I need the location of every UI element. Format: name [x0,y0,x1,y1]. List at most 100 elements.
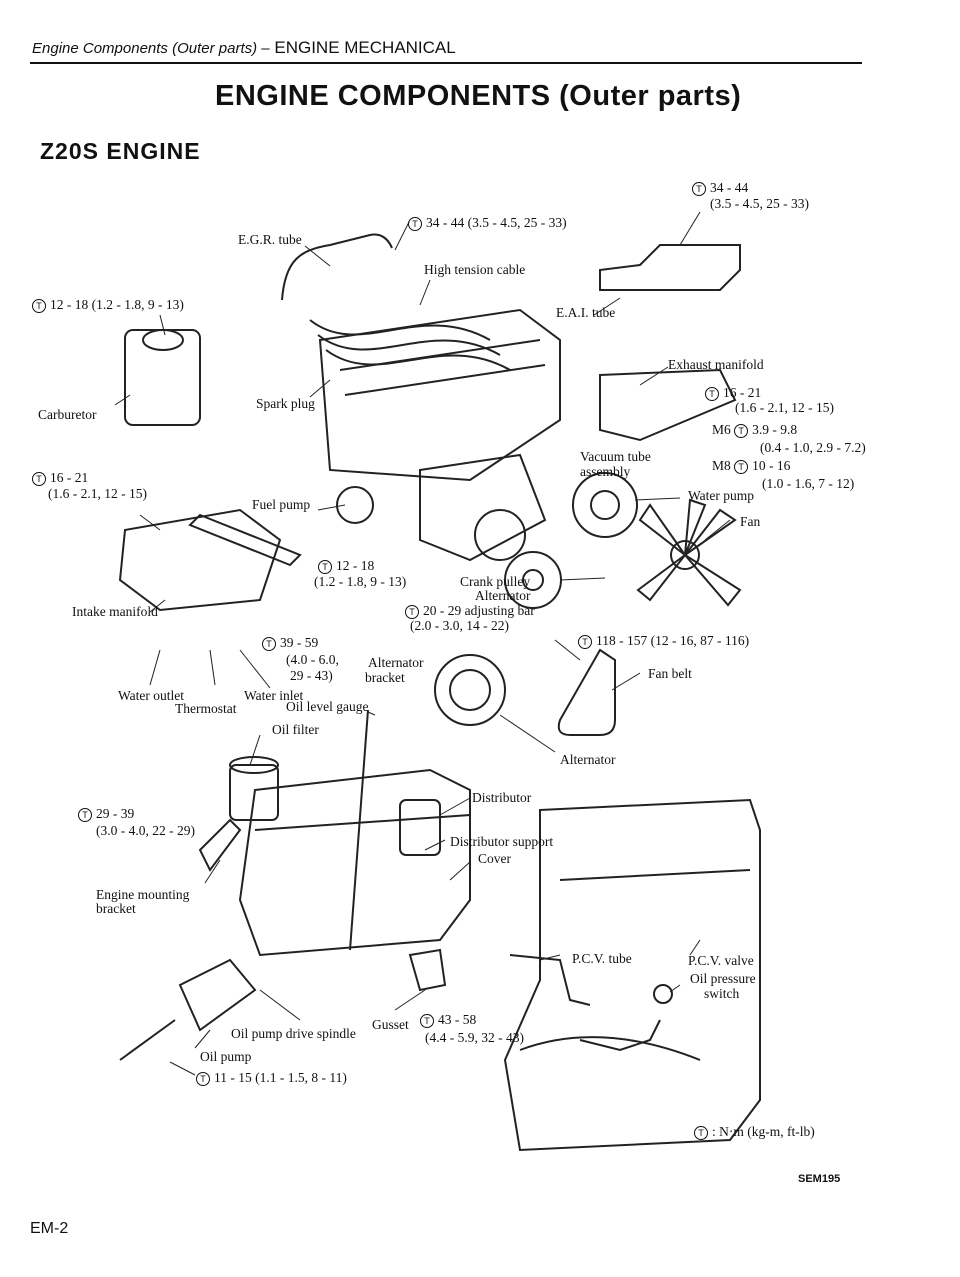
label-egr-tube: E.G.R. tube [238,232,302,247]
label-water-inlet: Water inlet [244,688,304,703]
cylinder-head-shape [318,308,561,482]
label-gusset-torque-2: (4.4 - 5.9, 32 - 43) [425,1030,524,1045]
label-fan-belt: Fan belt [648,666,692,681]
water-pump-shape [572,472,638,538]
torque-icon: T [318,559,332,574]
label-alternator-top: Alternator [475,588,531,603]
label-m8-torque-2: (1.0 - 1.6, 7 - 12) [762,476,855,491]
label-intake-manifold: Intake manifold [72,604,158,619]
figure-code: SEM195 [798,1173,841,1185]
label-emb-torque-2: (3.0 - 4.0, 22 - 29) [96,823,195,838]
label-thermostat: Thermostat [175,701,237,716]
torque-icon: T [705,386,719,401]
label-oil-pressure-1: Oil pressure [690,971,756,986]
torque-icon: T [692,181,706,196]
oil-filter-shape [229,764,279,821]
label-exhaust-manifold: Exhaust manifold [668,357,764,372]
label-crank-pulley: Crank pulley [460,574,531,589]
label-pcv-valve: P.C.V. valve [688,953,754,968]
torque-legend: T: N·m (kg-m, ft-lb) [694,1124,815,1140]
label-adj-bar-torque-2: (2.0 - 3.0, 14 - 22) [410,618,509,633]
torque-icon: T [578,634,592,649]
oil-pump-shape [178,958,257,1032]
label-vacuum-tube-2: assembly [580,464,631,479]
pcv-tube-shape [509,954,591,1006]
label-intake-torque-2: (1.6 - 2.1, 12 - 15) [48,486,147,501]
section-header: Engine Components (Outer parts) – ENGINE… [32,38,456,58]
engine-block-shape [238,768,471,957]
label-fp-torque-2: (1.2 - 1.8, 9 - 13) [314,574,407,589]
torque-icon: T [32,471,46,486]
label-oil-level-gauge: Oil level gauge [286,699,369,714]
torque-icon: T [262,636,276,651]
label-distributor: Distributor [472,790,532,805]
section-header-main: ENGINE MECHANICAL [274,38,456,57]
label-alternator-bottom: Alternator [560,752,616,767]
label-spark-plug: Spark plug [256,396,315,411]
carburetor-shape [124,329,201,426]
alternator-shape [434,654,506,726]
torque-icon: T [196,1071,210,1086]
label-high-tension-cable: High tension cable [424,262,526,277]
label-wo-torque-2: (4.0 - 6.0, [286,652,339,667]
label-cover: Cover [478,851,511,866]
torque-icon: T [734,423,749,438]
label-alt-bracket-1: Alternator [368,655,424,670]
label-eai-torque-2: (3.5 - 4.5, 25 - 33) [710,196,809,211]
header-rule [30,62,862,64]
label-vacuum-tube-1: Vacuum tube [580,449,651,464]
egr-tube-shape [281,233,393,301]
engine-subtitle: Z20S ENGINE [40,138,201,164]
right-block-shape [503,798,761,1152]
label-alt-bracket-2: bracket [365,670,405,685]
label-water-outlet: Water outlet [118,688,185,703]
distributor-shape [399,799,441,856]
label-water-pump: Water pump [688,488,755,503]
section-header-italic: Engine Components (Outer parts) – [32,40,270,57]
torque-icon: T [78,807,92,822]
intake-manifold-shape [118,508,282,612]
label-engine-mounting-2: bracket [96,901,136,916]
label-carburetor: Carburetor [38,407,97,422]
fuel-pump-shape [336,486,374,524]
engine-mount-bracket-shape [198,818,242,872]
torque-icon: T [405,604,419,619]
fan-belt-shape [557,648,616,736]
torque-icon: T [408,216,422,231]
page-title: ENGINE COMPONENTS (Outer parts) [215,80,742,112]
label-eai-tube: E.A.I. tube [556,305,616,320]
label-fuel-pump: Fuel pump [252,497,311,512]
label-oil-filter: Oil filter [272,722,319,737]
fan-shape [670,540,700,570]
exhaust-manifold-shape [599,368,737,442]
page-number: EM-2 [30,1220,69,1237]
gusset-shape [408,948,447,992]
torque-icon: T [734,459,749,474]
label-exh-torque-2: (1.6 - 2.1, 12 - 15) [735,400,834,415]
label-oil-pump-drive-spindle: Oil pump drive spindle [231,1026,356,1041]
label-m6-torque-2: (0.4 - 1.0, 2.9 - 7.2) [760,440,866,455]
torque-icon: T [32,298,46,313]
eai-tube-shape [599,244,741,291]
oil-pressure-switch-shape [653,984,673,1004]
label-distributor-support: Distributor support [450,834,554,849]
label-fan: Fan [740,514,761,529]
torque-icon: T [420,1013,434,1028]
oil-level-gauge-shape [349,709,369,951]
label-oil-pressure-2: switch [704,986,740,1001]
